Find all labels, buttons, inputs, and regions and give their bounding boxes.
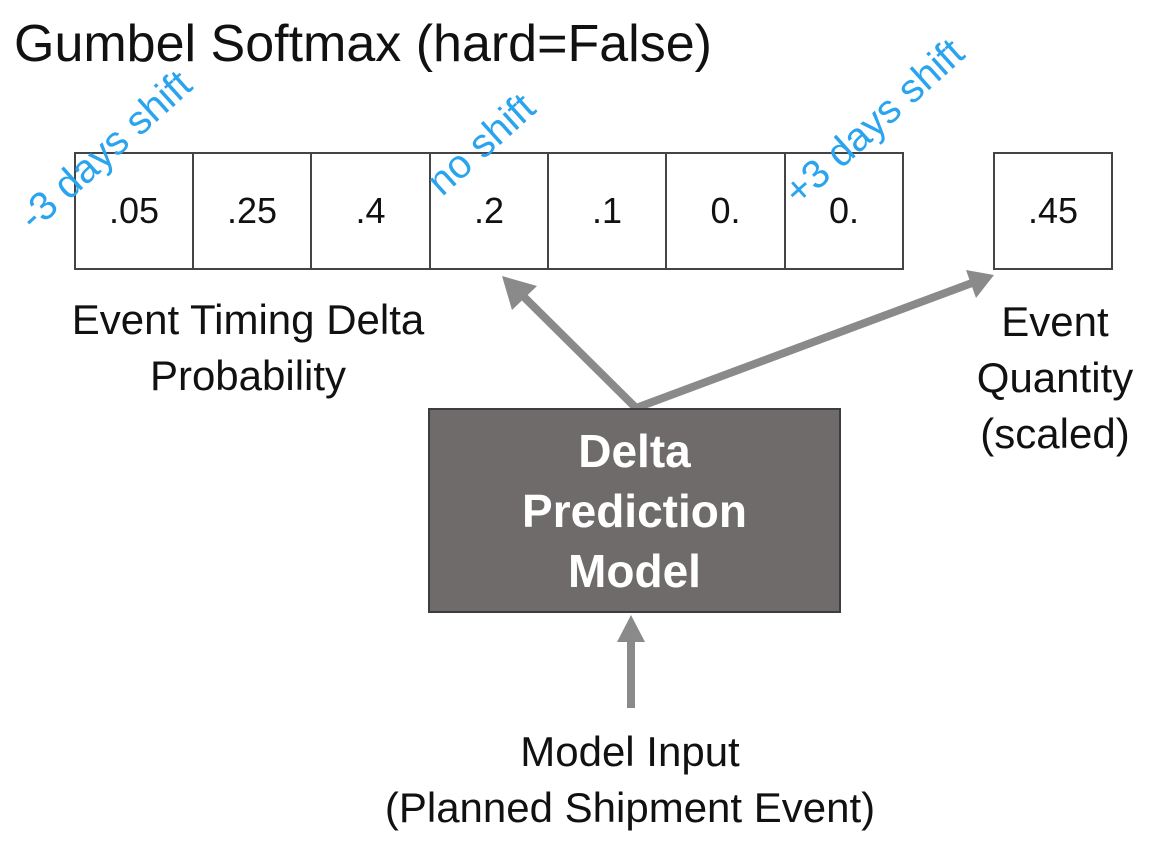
prob-cell-4: .1 bbox=[547, 152, 667, 270]
model-input-line-1: Model Input bbox=[520, 728, 740, 775]
model-box-line-1: Delta bbox=[578, 424, 691, 477]
model-input-line-2: (Planned Shipment Event) bbox=[384, 784, 876, 831]
prob-cell-3: .2 bbox=[429, 152, 549, 270]
diagram-title: Gumbel Softmax (hard=False) bbox=[14, 15, 712, 73]
timing-label-line-2: Probability bbox=[149, 352, 347, 399]
prob-cell-2: .4 bbox=[310, 152, 431, 270]
quantity-label-line-2: Quantity bbox=[976, 354, 1134, 401]
quantity-label-line-1: Event bbox=[1001, 298, 1109, 345]
model-box-line-2: Prediction bbox=[522, 484, 747, 537]
quantity-cell: .45 bbox=[993, 152, 1113, 270]
timing-label: Event Timing Delta Probability bbox=[28, 292, 468, 404]
prob-cell-1: .25 bbox=[192, 152, 312, 270]
arrow-to-quantity-line bbox=[634, 279, 974, 412]
prob-cell-6: 0. bbox=[784, 152, 904, 270]
model-box-line-3: Model bbox=[568, 544, 701, 597]
quantity-label-line-3: (scaled) bbox=[980, 410, 1130, 457]
prob-cell-5: 0. bbox=[665, 152, 786, 270]
model-input-label: Model Input (Planned Shipment Event) bbox=[330, 724, 930, 836]
quantity-label: Event Quantity (scaled) bbox=[955, 294, 1155, 462]
timing-label-line-1: Event Timing Delta bbox=[71, 296, 425, 343]
delta-prediction-model-box: Delta Prediction Model bbox=[428, 408, 841, 613]
arrow-to-timing-head bbox=[502, 276, 537, 310]
arrow-to-timing-line bbox=[517, 290, 639, 411]
prob-cell-0: .05 bbox=[74, 152, 194, 270]
arrow-from-input-head bbox=[617, 615, 645, 642]
